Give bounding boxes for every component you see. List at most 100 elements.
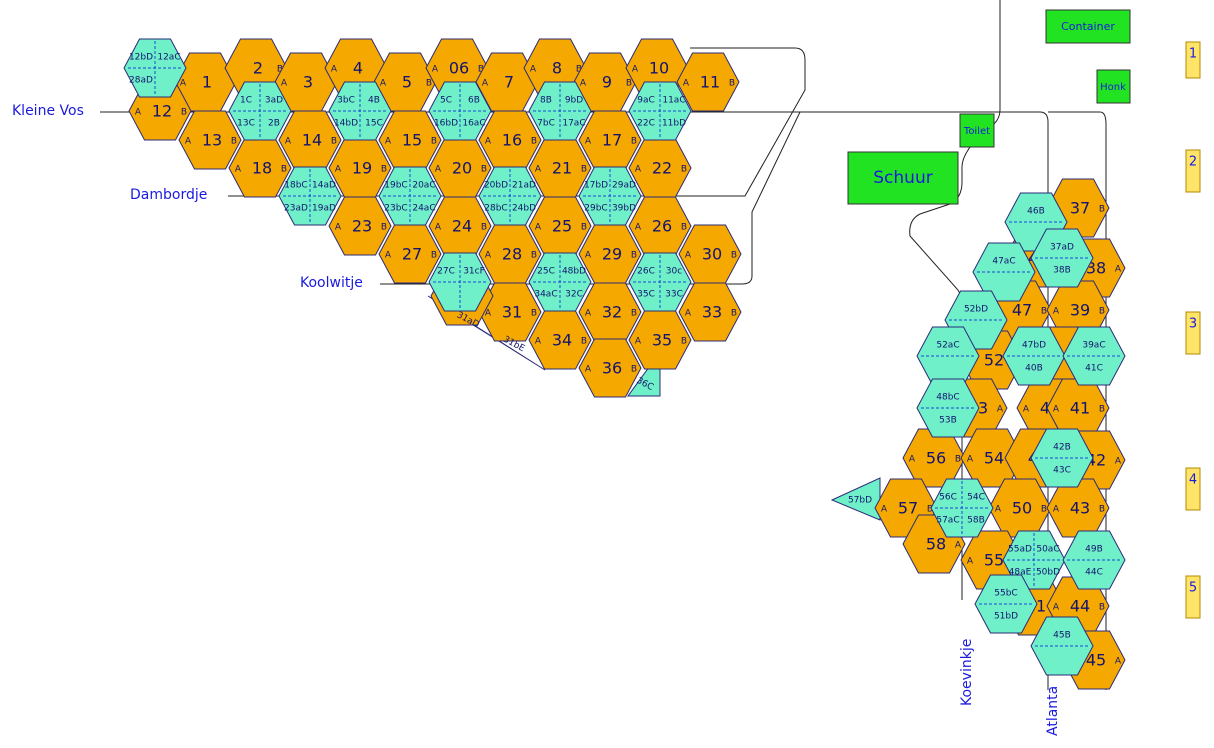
- split-plot-label: 58B: [967, 516, 985, 526]
- plot-side-b: B: [478, 65, 484, 75]
- split-plot-label: 17aC: [562, 119, 585, 129]
- plot-number: 28: [502, 245, 522, 264]
- plot-side-b: B: [731, 309, 737, 319]
- plot-side-b: B: [729, 79, 735, 89]
- plot-side-a: A: [585, 251, 592, 261]
- street-dambordje: Dambordje: [130, 187, 207, 203]
- plot-number: 43: [1070, 499, 1090, 518]
- split-plot-label: 52bD: [964, 305, 988, 315]
- plot-side-a: A: [435, 223, 442, 233]
- split-plot-label: 5C: [440, 96, 452, 106]
- building-honk-label: Honk: [1100, 82, 1126, 93]
- street-koolwitje: Koolwitje: [300, 275, 363, 291]
- split-plot-label: 31cF: [463, 267, 485, 277]
- plot-side-b: B: [927, 505, 933, 515]
- plot-number: 06: [449, 59, 469, 78]
- plot-side-a: A: [1053, 505, 1060, 515]
- legend-1-label: 1: [1189, 47, 1197, 62]
- split-plot-label: 47bD: [1022, 341, 1046, 351]
- plot-number: 12: [152, 102, 172, 121]
- plot-side-a: A: [967, 557, 974, 567]
- plot-side-b: B: [1099, 603, 1105, 613]
- legend-3-label: 3: [1189, 317, 1197, 332]
- plot-side-b: B: [277, 65, 283, 75]
- plot-side-b: B: [531, 251, 537, 261]
- plot-number: 55: [984, 551, 1004, 570]
- plot-number: 50: [1012, 499, 1032, 518]
- plot-number: 39: [1070, 301, 1090, 320]
- split-plot-label: 23bC: [384, 204, 407, 214]
- split-plot-label: 53B: [939, 416, 957, 426]
- plot-side-b: B: [481, 165, 487, 175]
- split-plot-45B: 45B: [1030, 616, 1094, 676]
- split-plot-label: 14aD: [312, 181, 336, 191]
- building-schuur-label: Schuur: [873, 168, 932, 188]
- plot-side-b: B: [481, 223, 487, 233]
- plot-side-a: A: [535, 165, 542, 175]
- plot-number: 38: [1086, 259, 1106, 278]
- plot-number: 32: [602, 303, 622, 322]
- plot-side-b: B: [331, 137, 337, 147]
- plot-number: 52: [984, 351, 1004, 370]
- plot-side-a: A: [967, 455, 974, 465]
- plot-side-b: B: [431, 137, 437, 147]
- plot-number: 14: [302, 131, 322, 150]
- split-plot-label: 55aD: [1008, 545, 1032, 555]
- plot-number: 25: [552, 217, 572, 236]
- plot-side-a: A: [1053, 603, 1060, 613]
- plot-side-b: B: [1099, 307, 1105, 317]
- split-plot-label: 3bC: [337, 96, 355, 106]
- plot-side-b: B: [576, 65, 582, 75]
- building-toilet-label: Toilet: [963, 126, 990, 137]
- plot-side-b: B: [1099, 405, 1105, 415]
- building-honk: [1096, 69, 1131, 104]
- split-plot-48bC: 48bC 53B: [916, 378, 980, 438]
- plot-number: 7: [504, 73, 514, 92]
- split-plot-label: 28aD: [129, 76, 153, 86]
- building-toilet: [959, 113, 995, 148]
- split-plot-label: 48bC: [936, 393, 959, 403]
- plot-number: 26: [652, 217, 672, 236]
- plot-number: 33: [702, 303, 722, 322]
- split-plot-label: 20bD: [484, 181, 508, 191]
- split-plot-label: 9bD: [565, 96, 583, 106]
- plot-number: 24: [452, 217, 472, 236]
- split-plot-label: 39bD: [612, 204, 636, 214]
- plot-number: 22: [652, 159, 672, 178]
- split-plot-label: 57aC: [936, 516, 959, 526]
- legend-3: [1185, 311, 1201, 355]
- plot-side-b: B: [231, 137, 237, 147]
- legend-1: [1185, 41, 1201, 79]
- plot-side-a: A: [432, 65, 439, 75]
- plot-side-b: B: [731, 251, 737, 261]
- building-container-label: Container: [1061, 20, 1115, 33]
- plot-number: 29: [602, 245, 622, 264]
- plot-number: 5: [402, 73, 412, 92]
- split-plot-label: 21aD: [512, 181, 536, 191]
- split-plot-label: 20aC: [412, 181, 435, 191]
- plot-side-a: A: [530, 65, 537, 75]
- plot-number: 13: [202, 131, 222, 150]
- plot-side-b: B: [631, 365, 637, 375]
